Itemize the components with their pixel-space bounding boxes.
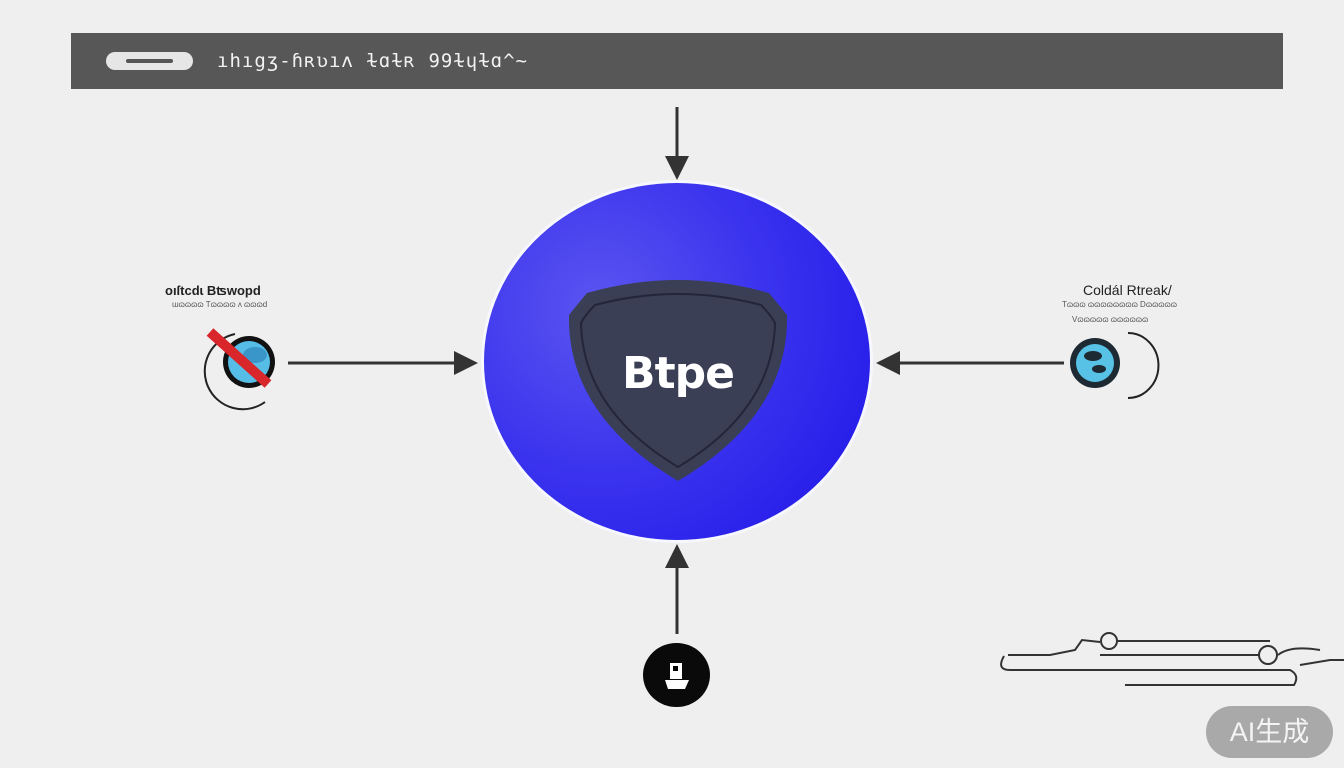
right-node-icon: [1070, 332, 1160, 399]
decorative-timeline-lines: [1000, 632, 1344, 686]
menu-pill-icon[interactable]: [106, 52, 193, 70]
ai-generated-watermark: AI生成: [1206, 706, 1333, 758]
bottom-node: [643, 643, 710, 707]
right-node-title: Coldál Rtreak/: [1083, 282, 1172, 298]
left-node-icon: [203, 328, 275, 411]
hub-label: Btpe: [622, 348, 735, 399]
header-bar: ıhıgʒ-ɦʀʋıʌ ɫɑɫʀ 99ɫɥɫɑ^~: [71, 33, 1283, 89]
right-node-subtitle-2: Vɷɷɷɷɷ ɷɷɷɷɷɷ: [1072, 315, 1149, 324]
lighthouse-boat-icon: [665, 663, 689, 689]
shield-icon: [568, 280, 788, 481]
left-node-subtitle: ɯɷɷɷɷ Tɷɷɷɷ ʌ ɷɷɷd: [172, 300, 268, 309]
left-node-title: oıſtcdɩ Bʦwopd: [165, 283, 261, 298]
header-title: ıhıgʒ-ɦʀʋıʌ ɫɑɫʀ 99ɫɥɫɑ^~: [217, 50, 528, 72]
right-node-subtitle: Tɷɷɷ ɷɷɷɷɷɷɷɷ Dɷɷɷɷɷ: [1062, 300, 1178, 309]
